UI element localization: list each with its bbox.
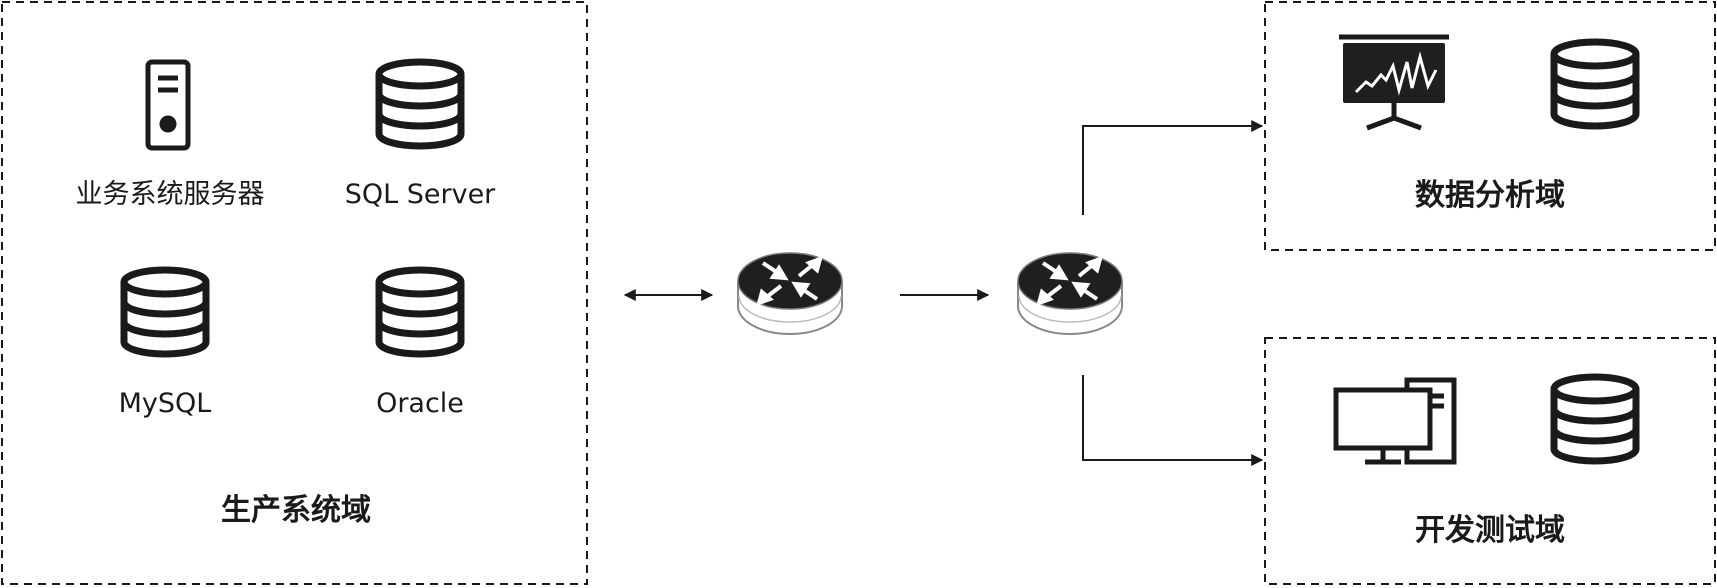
devtest-domain-title: 开发测试域 — [1415, 513, 1565, 548]
devtest-domain-box — [1264, 337, 1716, 585]
analytics-domain-title: 数据分析域 — [1415, 178, 1565, 213]
database-icon — [124, 270, 206, 354]
arrow-to-devtest — [1082, 375, 1264, 466]
presentation-chart-icon — [1339, 34, 1449, 131]
database-icon — [1554, 42, 1636, 126]
database-icon — [379, 62, 461, 146]
router-icon — [1016, 251, 1124, 336]
production-domain-box — [1, 1, 588, 585]
desktop-computer-icon — [1333, 377, 1457, 465]
mysql-label: MySQL — [119, 388, 212, 419]
server-label: 业务系统服务器 — [76, 179, 265, 210]
analytics-domain-box — [1264, 1, 1716, 251]
production-domain-title: 生产系统域 — [221, 493, 371, 528]
router-icon — [736, 251, 844, 336]
database-icon — [379, 270, 461, 354]
database-icon — [1554, 377, 1636, 461]
server-icon — [145, 59, 191, 151]
oracle-label: Oracle — [376, 388, 464, 419]
arrow-to-analytics — [1082, 120, 1264, 215]
sqlserver-label: SQL Server — [345, 179, 496, 210]
